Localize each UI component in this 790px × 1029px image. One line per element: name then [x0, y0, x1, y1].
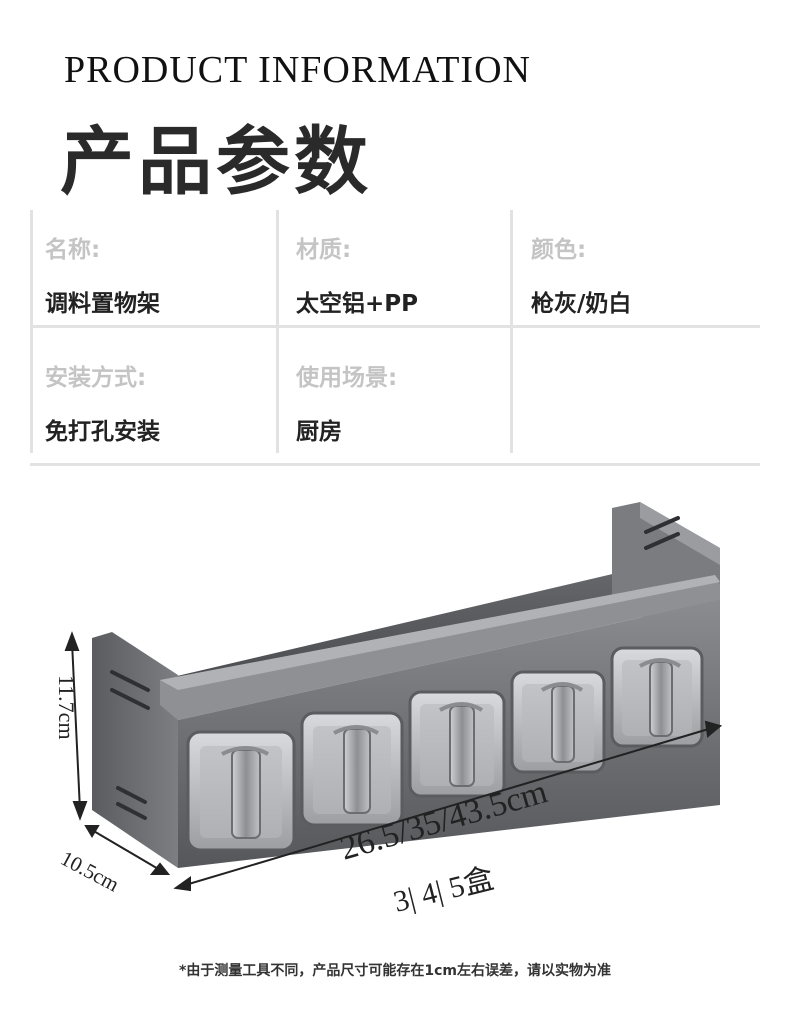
- dimension-height: 11.7cm: [46, 668, 86, 788]
- spec-value: 枪灰/奶白: [531, 291, 632, 317]
- product-illustration: 11.7cm 10.5cm 26.5/35/43.5cm 3| 4| 5盒: [0, 470, 790, 940]
- title-chinese: 产品参数: [60, 119, 372, 205]
- spec-value: 太空铝+PP: [296, 291, 418, 317]
- spec-value: 免打孔安装: [45, 419, 160, 445]
- spec-label: 安装方式:: [45, 365, 147, 391]
- spec-color: 颜色: 枪灰/奶白: [531, 230, 631, 318]
- dimension-height-label: 11.7cm: [54, 675, 79, 740]
- spec-scene: 使用场景: 厨房: [296, 358, 397, 446]
- spec-table: 名称: 调料置物架 材质: 太空铝+PP 颜色: 枪灰/奶白 安装方式: 免打孔…: [30, 210, 760, 466]
- spec-material: 材质: 太空铝+PP: [296, 230, 418, 318]
- row-divider: [30, 325, 760, 328]
- spice-boxes: [186, 646, 704, 852]
- rack-left-side: [92, 632, 178, 868]
- spice-rack-image: [64, 502, 723, 892]
- table-bottom-border: [30, 463, 760, 466]
- spec-value: 调料置物架: [45, 291, 160, 317]
- spec-label: 使用场景:: [296, 365, 398, 391]
- spec-label: 材质:: [296, 237, 352, 263]
- spec-name: 名称: 调料置物架: [45, 230, 160, 318]
- column-divider: [510, 210, 513, 453]
- footnote: *由于测量工具不同，产品尺寸可能存在1cm左右误差，请以实物为准: [179, 963, 611, 979]
- rack-top-rail: [160, 575, 720, 720]
- dimension-arrows: [64, 631, 723, 892]
- spec-label: 名称:: [45, 237, 101, 263]
- spec-label: 颜色:: [531, 237, 587, 263]
- column-divider-left: [30, 210, 33, 453]
- column-divider: [276, 210, 279, 453]
- spec-value: 厨房: [296, 419, 342, 445]
- title-english: PRODUCT INFORMATION: [64, 49, 531, 91]
- spec-installation: 安装方式: 免打孔安装: [45, 358, 160, 446]
